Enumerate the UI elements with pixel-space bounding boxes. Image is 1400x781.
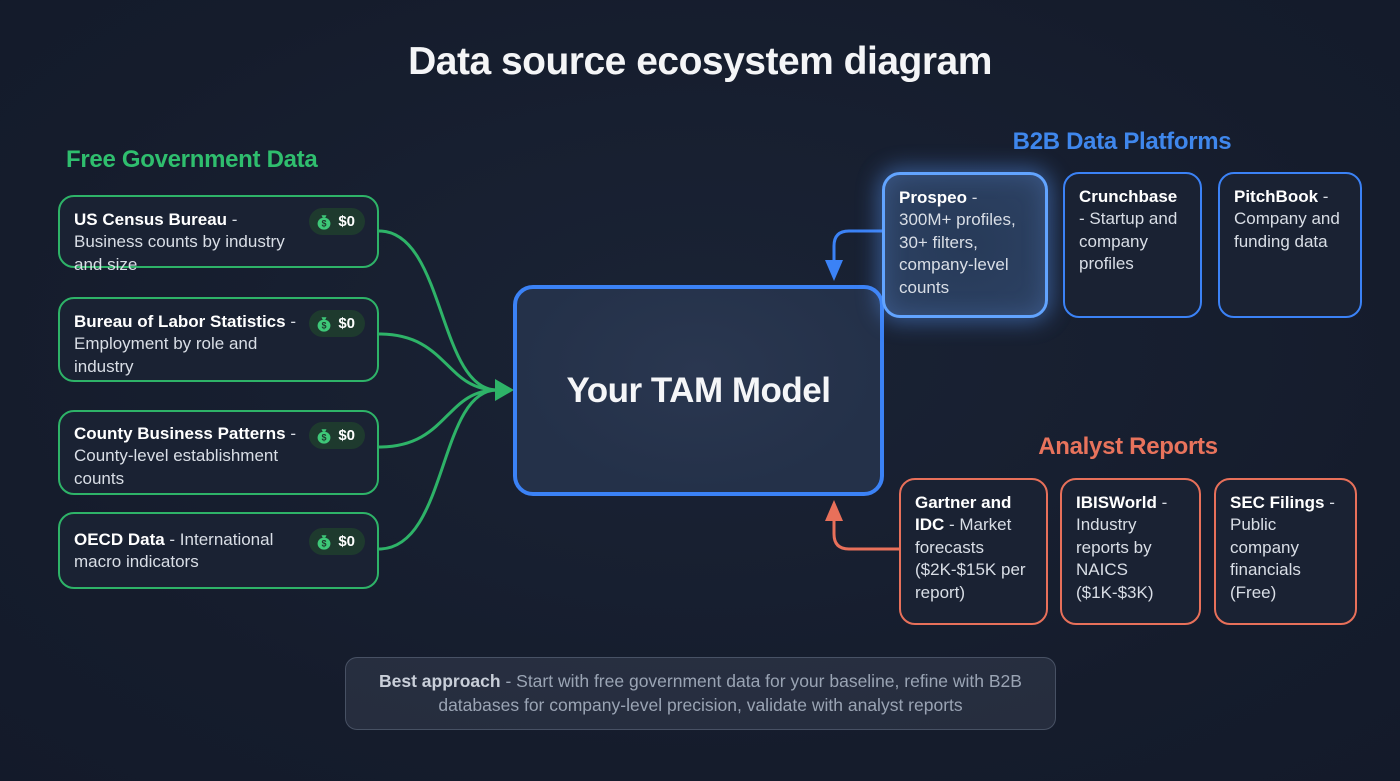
source-box-bls: $ $0 Bureau of Labor Statistics - Employ… (58, 297, 379, 382)
source-box-county-business-patterns: $ $0 County Business Patterns - County-l… (58, 410, 379, 495)
cost-badge-label: $0 (338, 533, 355, 550)
cost-badge: $ $0 (309, 422, 365, 449)
platform-box-pitchbook: PitchBook - Company and funding data (1218, 172, 1362, 318)
source-box-text: County Business Patterns - County-level … (74, 424, 297, 488)
svg-text:$: $ (322, 218, 327, 228)
money-bag-icon: $ (317, 214, 331, 230)
report-box-text: IBISWorld - Industry reports by NAICS ($… (1076, 493, 1168, 602)
gartner-to-tam-arrow (832, 517, 901, 551)
green-arrowhead-icon (495, 379, 514, 401)
tam-model-box: Your TAM Model (513, 285, 884, 496)
green-arrows-group (377, 229, 499, 551)
cost-badge-label: $0 (338, 315, 355, 332)
platform-box-text: Prospeo - 300M+ profiles, 30+ filters, c… (899, 188, 1016, 297)
free-government-heading: Free Government Data (66, 146, 318, 173)
source-box-text: OECD Data - International macro indicato… (74, 530, 274, 572)
svg-text:$: $ (322, 538, 327, 548)
report-box-ibisworld: IBISWorld - Industry reports by NAICS ($… (1060, 478, 1201, 625)
best-approach-note: Best approach - Start with free governme… (345, 657, 1056, 730)
b2b-platforms-heading: B2B Data Platforms (1012, 128, 1232, 155)
census-to-tam-arrow (377, 229, 499, 392)
cost-badge-label: $0 (338, 427, 355, 444)
source-box-oecd: $ $0 OECD Data - International macro ind… (58, 512, 379, 589)
money-bag-icon: $ (317, 534, 331, 550)
money-bag-icon: $ (317, 316, 331, 332)
blue-arrowhead-icon (825, 260, 843, 281)
cost-badge-label: $0 (338, 213, 355, 230)
report-box-sec-filings: SEC Filings - Public company financials … (1214, 478, 1357, 625)
best-approach-text: Best approach - Start with free governme… (379, 671, 1022, 715)
analyst-reports-heading: Analyst Reports (1038, 433, 1218, 460)
source-box-us-census: $ $0 US Census Bureau - Business counts … (58, 195, 379, 274)
cbp-to-tam-arrow (377, 388, 499, 449)
page-title: Data source ecosystem diagram (408, 40, 992, 83)
source-box-text: Bureau of Labor Statistics - Employment … (74, 312, 297, 376)
report-box-text: Gartner and IDC - Market forecasts ($2K-… (915, 493, 1026, 602)
platform-box-text: PitchBook - Company and funding data (1234, 187, 1340, 251)
cost-badge: $ $0 (309, 310, 365, 337)
svg-text:$: $ (322, 432, 327, 442)
orange-arrowhead-icon (825, 500, 843, 521)
oecd-to-tam-arrow (377, 388, 499, 551)
platform-box-crunchbase: Crunchbase - Startup and company profile… (1063, 172, 1202, 318)
cost-badge: $ $0 (309, 208, 365, 235)
cost-badge: $ $0 (309, 528, 365, 555)
money-bag-icon: $ (317, 428, 331, 444)
tam-model-label: Your TAM Model (566, 370, 831, 410)
prospeo-to-tam-arrow (832, 229, 885, 264)
platform-box-prospeo-highlighted: Prospeo - 300M+ profiles, 30+ filters, c… (882, 172, 1048, 318)
source-box-text: US Census Bureau - Business counts by in… (74, 210, 285, 274)
report-box-gartner-idc: Gartner and IDC - Market forecasts ($2K-… (899, 478, 1048, 625)
svg-text:$: $ (322, 320, 327, 330)
bls-to-tam-arrow (377, 332, 499, 392)
report-box-text: SEC Filings - Public company financials … (1230, 493, 1335, 602)
platform-box-text: Crunchbase - Startup and company profile… (1079, 187, 1178, 274)
